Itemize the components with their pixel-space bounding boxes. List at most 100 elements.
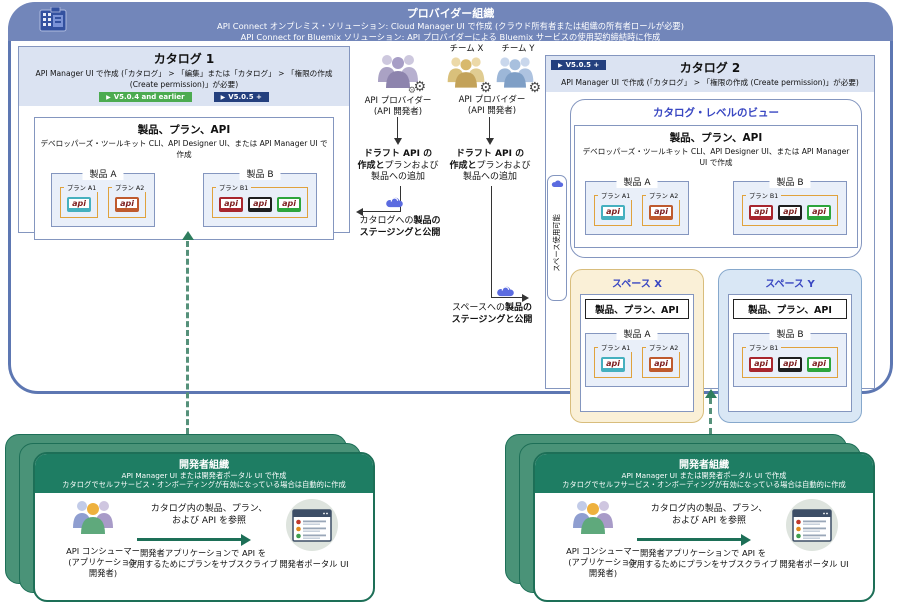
gear-icon: ⚙ [413,79,426,95]
badge-arrow-icon: ▶ [106,93,111,101]
space-x-products-header: 製品、プラン、API [585,299,689,319]
browse-text: カタログ内の製品、プラン、 および API を参照 [629,504,789,527]
space-y-products-header: 製品、プラン、API [733,299,847,319]
catalog-2: ▶ V5.0.5 + カタログ 2 API Manager UI で作成 (「カ… [545,55,875,423]
dev-to-catalog2-dashed-arrow [709,398,712,434]
plan-b1: プラン B1 api api api [212,183,308,218]
arrow-right-icon [522,293,529,302]
catalog-1-title: カタログ 1 [153,52,215,66]
provider-org-line2: API Connect for Bluemix ソリューション: API プロバ… [240,32,661,43]
organization-building-icon [38,6,68,37]
plan-a1: プラン A1 api [594,343,634,378]
api-consumer-label2: (アプリケーション [68,556,138,567]
product-a-label: 製品 A [82,167,124,180]
api-icon: api [219,197,243,212]
plan-b1-label: プラン B1 [746,191,782,200]
developer-org-line1: API Manager UI または開発者ポータル UI で作成 [121,471,287,480]
api-provider-column-1: ⚙ ⚙ API プロバイダー (API 開発者) [352,52,444,118]
stage-arrow-horizontal-1 [363,211,401,212]
product-b-label: 製品 B [769,327,811,340]
product-a: 製品 A プラン A1 api プラン A2 api [585,327,689,387]
product-a-label: 製品 A [616,327,658,340]
provider-org-title: プロバイダー組織 [406,7,495,20]
stage-catalog-text: カタログへの製品の ステージングと公開 [338,216,462,239]
products-desc: デベロッパーズ・ツールキット CLI、API Designer UI、または A… [582,147,850,167]
browse-line2: および API を参照 [172,515,246,526]
catalog-1-badges: ▶ V5.0.4 and earlier ▶ V5.0.5 + [23,92,345,102]
arrow-up-icon [705,389,717,398]
plan-b1-label: プラン B1 [746,343,782,352]
api-consumer-people-icon [69,498,117,542]
draft-api-text-1: ドラフト API の 作成とプランおよび 製品への追加 [342,149,454,184]
product-b: 製品 B プラン B1 api api api [733,327,847,387]
cloud-icon [551,180,563,188]
arrow-left-icon [356,207,363,216]
stage-space-text: スペースへの製品の ステージングと公開 [428,303,556,326]
api-provider-label2: (API 開発者) [467,106,517,117]
version-badge-old-label: V5.0.4 and earlier [113,93,185,101]
plan-a2-label: プラン A2 [646,191,682,200]
products-box-catalog1: 製品、プラン、API デベロッパーズ・ツールキット CLI、API Design… [34,117,334,240]
subscribe-text: 開発者アプリケーションで API を 使用するためにプランをサブスクライブ [605,548,801,570]
products-row: 製品 A プラン A1 api プラン A2 api 製品 B [575,168,857,247]
developer-portal-label: 開発者ポータル UI [779,559,849,569]
plan-a2: プラン A2 api [642,343,682,378]
api-provider-label: API プロバイダー (API 開発者) [352,96,444,118]
product-a-label: 製品 A [616,175,658,188]
developer-org-title: 開発者組織 [179,460,229,471]
subscribe-line1: 開発者アプリケーションで API を [139,548,267,558]
api-icon: api [649,205,673,220]
products-row: 製品 A プラン A1 api プラン A2 api 製品 B プラン [35,160,333,239]
space-enabled-tab: スペース使用可能 [547,175,567,301]
draft-bold1: ドラフト API の [363,149,433,159]
plan-b1-label: プラン B1 [216,183,252,192]
products-title: 製品、プラン、API [669,132,763,144]
product-b-label: 製品 B [769,175,811,188]
team-y-label: チーム Y [501,44,535,54]
api-consumer-label3: 開発者) [88,567,118,578]
api-provider-people-icon: ⚙ ⚙ [374,52,426,96]
gear-icon: ⚙ [479,80,492,96]
cloud-icon [496,282,515,301]
arrow-down-icon [393,138,402,145]
api-icon: api [778,205,802,220]
product-a: 製品 A プラン A1 api プラン A2 api [585,175,689,235]
stage-bold1: 製品の [413,216,441,226]
api-provider-label2: (API 開発者) [373,107,423,118]
space-x: スペース X 製品、プラン、API 製品 A プラン A1 api プラン A2… [570,269,704,423]
draft-bold2: 作成と [357,160,385,171]
api-icon: api [601,205,625,220]
plan-a1: プラン A1 api [594,191,634,226]
api-provider-label1: API プロバイダー [364,96,432,106]
developer-org-title: 開発者組織 [679,460,729,471]
products-desc: デベロッパーズ・ツールキット CLI、API Designer UI、または A… [40,139,328,159]
api-icon: api [649,357,673,372]
arrow-down-icon [485,138,494,145]
draft-rest2: 製品への追加 [370,172,425,183]
space-y: スペース Y 製品、プラン、API 製品 B プラン B1 api api ap… [718,269,862,423]
api-consumer-label3: 開発者) [588,567,618,578]
plan-b1: プラン B1 api api api [742,343,838,378]
api-icon: api [778,357,802,372]
flow-arrow-down-1 [397,117,398,138]
developer-org-header: 開発者組織 API Manager UI または開発者ポータル UI で作成 カ… [535,454,873,493]
version-badge: ▶ V5.0.5 + [551,60,607,70]
product-b-label: 製品 B [239,167,281,180]
browse-text: カタログ内の製品、プラン、 および API を参照 [129,504,289,527]
api-icon: api [115,197,139,212]
developer-portal-label: 開発者ポータル UI [279,559,349,569]
draft-rest1: プランおよび [476,160,531,171]
catalog-2-desc: API Manager UI で作成 (「カタログ」 > 「権限の作成 (Cre… [561,78,859,87]
api-consumer-label1: API コンシューマー [566,546,640,556]
plan-a1-label: プラン A1 [64,183,100,192]
stage-arrow-vertical-2 [491,186,492,297]
subscribe-line2: 使用するためにプランをサブスクライブ [628,558,778,569]
draft-rest2: 製品への追加 [462,172,517,183]
subscribe-line1: 開発者アプリケーションで API を [639,548,767,558]
team-y-people-icon: ⚙ [493,53,541,97]
subscribe-arrow [637,538,743,541]
stage-bold1: 製品の [504,303,532,313]
plan-b1: プラン B1 api api api [742,191,838,226]
draft-bold1: ドラフト API の [455,149,525,159]
developer-org-card: 開発者組織 API Manager UI または開発者ポータル UI で作成 カ… [33,452,375,602]
